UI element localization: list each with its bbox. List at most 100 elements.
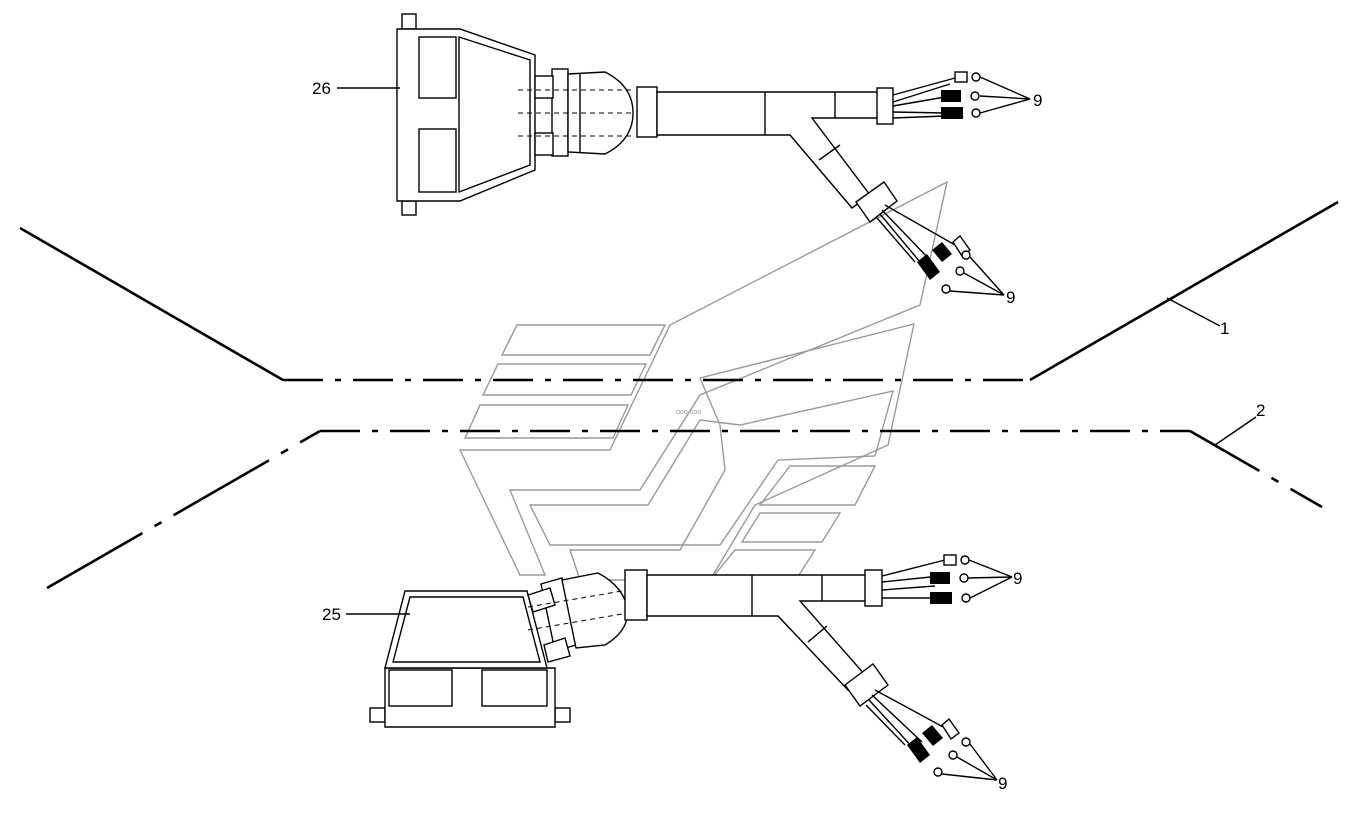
wire (868, 699, 916, 751)
callout-9-bottom-down: 9 (998, 774, 1007, 793)
watermark-bar (481, 363, 648, 396)
cable-trunk (656, 91, 879, 209)
watermark-bar (758, 465, 877, 506)
ring-terminal (959, 573, 969, 583)
watermark-bar (463, 404, 630, 439)
branch-clamp (864, 569, 883, 607)
branch-clamp (855, 181, 898, 224)
terminal-sleeve (943, 554, 957, 566)
ring-terminal (961, 737, 971, 747)
terminal-sleeve (930, 592, 952, 604)
ring-terminal (971, 108, 981, 118)
leader-line-9 (941, 773, 998, 781)
leader-line-9 (949, 290, 1005, 296)
watermark-text: ooo ooo (676, 409, 701, 416)
connector-26-lug (401, 13, 417, 30)
wire (879, 213, 926, 269)
wire (884, 204, 956, 246)
ring-terminal (933, 767, 943, 777)
line-2-right (1189, 429, 1323, 509)
terminal-group-bottom-down (865, 689, 998, 781)
leader-line-9 (979, 95, 1031, 100)
line-2-left (46, 429, 321, 590)
watermark-bar (740, 512, 842, 543)
wire (892, 77, 956, 96)
cable-joint (807, 625, 828, 643)
watermark-chevron-outer (458, 180, 949, 576)
ring-terminal (961, 593, 971, 603)
branch-clamp (876, 87, 894, 125)
watermark-bar (710, 549, 817, 579)
terminal-sleeve (941, 717, 960, 741)
terminal-sleeve (917, 254, 940, 280)
watermark-chevron-middle (569, 323, 915, 581)
leader-line-9 (968, 559, 1013, 578)
ring-terminal (970, 91, 980, 101)
branch-clamp (844, 663, 889, 707)
line-1-left (19, 226, 284, 382)
terminal-group-top-down (876, 204, 1005, 296)
ring-terminal (948, 750, 958, 760)
line-1-right (1029, 200, 1339, 382)
leader-line-9 (956, 756, 998, 781)
callout-26: 26 (312, 79, 331, 98)
callout-2: 2 (1256, 401, 1265, 420)
leader-line-9 (967, 576, 1013, 579)
wire (871, 694, 923, 743)
callout-9-top-down: 9 (1006, 288, 1015, 307)
leader-line-2 (1214, 416, 1257, 446)
callout-9-bottom-right: 9 (1013, 569, 1022, 588)
terminal-group-bottom-right (881, 554, 1013, 604)
terminal-sleeve (954, 71, 968, 83)
connector-26-clip (534, 132, 554, 156)
connector-25-lug (554, 707, 571, 723)
wire (881, 585, 936, 591)
terminal-group-top-right (892, 71, 1031, 119)
cable-joint (818, 144, 841, 161)
leader-line-9 (969, 576, 1013, 599)
connector-25-window (481, 669, 548, 707)
sleeve-clamp (636, 86, 658, 138)
watermark-bar (500, 324, 667, 356)
connector-26-clip (534, 75, 554, 99)
wire (892, 115, 946, 119)
connector-26-window (418, 128, 457, 193)
connector-25-face (392, 596, 541, 663)
wire (881, 559, 946, 577)
connector-26-face (458, 36, 531, 194)
connector-25-clip (543, 637, 571, 663)
callout-1: 1 (1220, 319, 1229, 338)
terminal-sleeve (932, 242, 952, 262)
connector-25-window (388, 669, 453, 707)
wire (892, 83, 951, 103)
terminal-sleeve (930, 572, 950, 584)
ring-terminal (955, 266, 965, 276)
center-lines (19, 200, 1339, 590)
connector-25-hidden-line (527, 612, 629, 631)
wire (881, 209, 931, 261)
ring-terminal (941, 284, 951, 294)
wire (874, 689, 946, 729)
ring-terminal (961, 250, 971, 260)
cable-trunk (646, 574, 868, 691)
leader-line-9 (969, 743, 998, 781)
connector-26-lug (401, 200, 417, 216)
connector-26-assembly (337, 13, 1031, 296)
terminal-sleeve (907, 737, 930, 763)
watermark-logo: ooo ooo (458, 180, 949, 581)
terminal-sleeve (922, 725, 943, 746)
leader-line-9 (979, 76, 1031, 100)
terminal-sleeve (941, 90, 961, 102)
wire (865, 704, 906, 746)
watermark-chevron-inner (528, 390, 894, 546)
wire (876, 217, 916, 263)
ring-terminal (960, 555, 970, 565)
connector-26-window (418, 36, 457, 99)
leader-line-9 (979, 98, 1031, 114)
connector-25-lug (369, 707, 386, 723)
sleeve-clamp (624, 569, 648, 621)
connector-25-hidden-line (527, 589, 629, 608)
wire (892, 111, 946, 114)
terminal-sleeve (941, 107, 963, 119)
